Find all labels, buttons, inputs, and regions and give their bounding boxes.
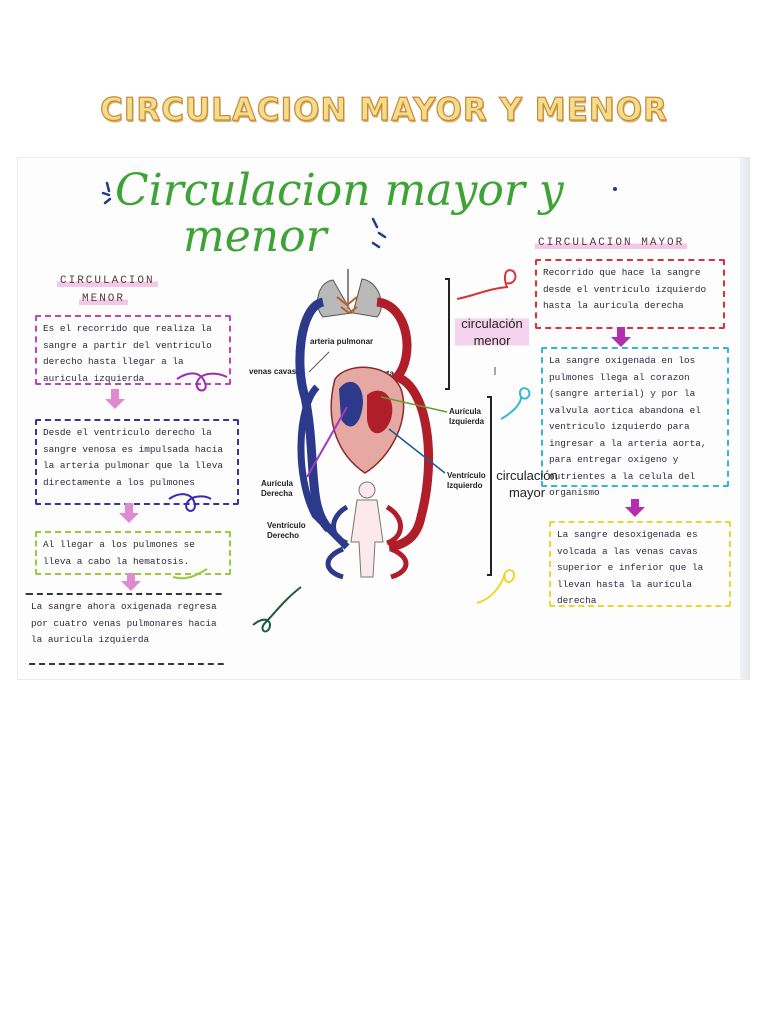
menor-heading-line1: CIRCULACION	[57, 275, 158, 287]
label-arteria-pulmonar: arteria pulmonar	[310, 337, 374, 346]
circulacion-mayor-label: circulación mayor	[496, 468, 558, 500]
label-venas-cavas: venas cavas	[249, 367, 297, 376]
body-drawing	[350, 481, 384, 578]
vena-cava-path	[295, 297, 333, 533]
menor-note-1: Es el recorrido que realiza la sangre a …	[35, 315, 231, 385]
squiggle-arrows	[168, 269, 531, 633]
label-ventriculo-derecho: Ventrículo Derecho	[267, 521, 306, 540]
mayor-note-3: La sangre desoxigenada es volcada a las …	[549, 521, 731, 607]
down-arrows	[105, 327, 645, 591]
mayor-note-2: La sangre oxigenada en los pulmones lleg…	[541, 347, 729, 498]
handwritten-title-line1: Circulacion mayor y	[115, 165, 564, 216]
mayor-bracket	[487, 396, 492, 576]
mayor-note-1: Recorrido que hace la sangre desde el ve…	[535, 259, 725, 329]
diagram-drawing	[101, 181, 645, 633]
title-dot	[613, 187, 617, 191]
circulacion-menor-label: circulación menor	[455, 315, 529, 349]
heart-drawing	[330, 366, 405, 474]
menor-bracket	[445, 278, 450, 390]
aorta-path	[376, 297, 434, 552]
mayor-heading: CIRCULACION MAYOR	[535, 237, 688, 249]
label-auricula-izquierda: Aurícula Izquierda	[449, 407, 485, 426]
menor-heading-line2: MENOR	[79, 293, 129, 305]
poster-image: Circulacion mayor y menor CIRCULACION ME…	[17, 157, 750, 680]
menor-note-2: Desde el ventriculo derecho la sangre ve…	[35, 419, 239, 505]
lungs-drawing	[317, 269, 382, 318]
page-title: CIRCULACION MAYOR Y MENOR	[99, 91, 668, 128]
label-ventriculo-izquierdo: Ventrículo Izquierdo	[447, 471, 486, 490]
venous-return-path	[297, 384, 350, 550]
label-auricula-derecha: Aurícula Derecha	[261, 479, 294, 498]
capillary-loops	[325, 504, 409, 580]
poster-edge	[740, 157, 750, 680]
title-sparkles	[101, 181, 387, 249]
handwritten-title-line2: menor	[183, 211, 327, 262]
menor-note-4: La sangre ahora oxigenada regresa por cu…	[25, 593, 225, 665]
